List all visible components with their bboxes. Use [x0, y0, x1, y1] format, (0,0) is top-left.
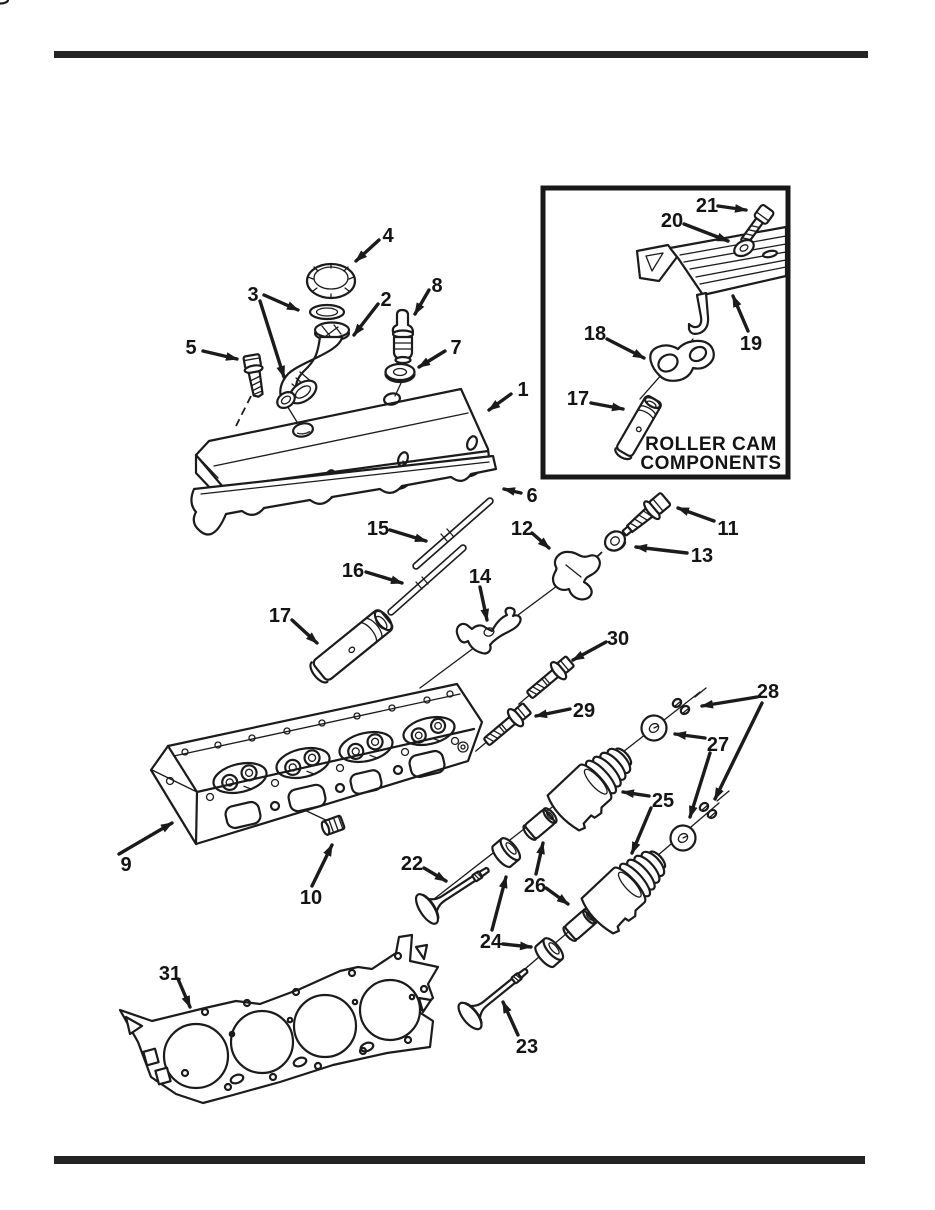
- oil-filler-cap: [305, 262, 357, 300]
- callout-17-inset: 17: [567, 388, 589, 410]
- pushrod-16: [387, 544, 467, 616]
- grommet-3-upper: [308, 303, 346, 321]
- leader-arrow-21: [716, 204, 748, 213]
- grommet-7: [384, 362, 416, 384]
- spring-seat-26-upper: [522, 807, 558, 841]
- washer-13: [603, 530, 627, 552]
- gasket-holes: [180, 951, 429, 1092]
- lifter-17: [309, 609, 394, 684]
- rocker-arm-14: [455, 606, 522, 655]
- head-gasket-31: [118, 933, 440, 1105]
- callout-6: 6: [526, 485, 537, 507]
- callout-4: 4: [382, 225, 394, 247]
- combustion-chamber: [212, 761, 268, 795]
- callout-2: 2: [380, 289, 391, 311]
- callout-22: 22: [401, 853, 423, 875]
- callout-21: 21: [696, 195, 718, 217]
- leader-arrow-18: [605, 337, 646, 360]
- callout-16: 16: [342, 560, 364, 582]
- callout-7: 7: [450, 337, 461, 359]
- inset-lifter-17: [614, 395, 662, 461]
- leader-arrow-19: [731, 294, 750, 333]
- bolt-5: [242, 353, 264, 398]
- inset-washer-20: [733, 238, 755, 258]
- combustion-chamber: [402, 715, 456, 747]
- callout-24: 24: [480, 931, 503, 953]
- inset-guide-18: [649, 339, 715, 382]
- combustion-chamber: [338, 730, 394, 764]
- callout-29: 29: [573, 700, 595, 722]
- leader-arrow-20: [682, 222, 730, 243]
- callout-15: 15: [367, 518, 389, 540]
- callout-13: 13: [691, 545, 713, 567]
- callout-31: 31: [159, 963, 181, 985]
- inset-bolt-21: [736, 204, 775, 253]
- retainer-12: [551, 550, 601, 601]
- callout-1: 1: [517, 379, 528, 401]
- pcv-valve-8: [391, 308, 415, 365]
- callout-28: 28: [757, 681, 779, 703]
- oil-filler-tube: [279, 321, 351, 405]
- rocker-bolt-30: [518, 655, 575, 705]
- spring-cap-27-lower: [669, 824, 697, 852]
- callout-27: 27: [707, 734, 729, 756]
- plug-10: [320, 814, 346, 836]
- valve-spring-25-upper: [546, 747, 633, 832]
- callout-5: 5: [185, 337, 196, 359]
- grommet-3-lower: [276, 390, 296, 410]
- valve-keepers-28-upper: [671, 697, 691, 716]
- inset-caption-line1: ROLLER CAM: [645, 434, 777, 455]
- top-rule: [54, 51, 868, 58]
- callout-20: 20: [661, 210, 683, 232]
- valve-22: [414, 866, 490, 925]
- callout-12: 12: [511, 518, 533, 540]
- valve-keepers-28-lower: [698, 801, 718, 820]
- rocker-bolt-11: [621, 492, 672, 537]
- callout-8: 8: [431, 275, 442, 297]
- callout-9: 9: [120, 854, 131, 876]
- head-bolt-holes: [181, 690, 469, 802]
- callout-26: 26: [524, 875, 546, 897]
- valve-spring-25-lower: [580, 850, 667, 935]
- callout-14: 14: [469, 566, 492, 588]
- valve-23: [457, 967, 529, 1031]
- valve-seal-24-upper: [491, 837, 522, 869]
- pushrod-15: [412, 497, 494, 570]
- callout-11: 11: [717, 518, 738, 540]
- bottom-rule: [54, 1156, 865, 1164]
- leader-arrow-17-inset: [589, 401, 625, 412]
- inset-plate-hook-tab: [687, 291, 710, 335]
- inset-box: 21 20 18 19 17 ROLLER CAM COMPONENTS: [0, 0, 791, 480]
- callout-3: 3: [247, 284, 258, 306]
- valve-seal-24-lower: [534, 937, 565, 969]
- combustion-chamber: [275, 746, 331, 780]
- valve-cover-gasket: [190, 454, 498, 536]
- cylinder-head: [149, 682, 484, 846]
- callout-19: 19: [740, 333, 762, 355]
- callout-25: 25: [652, 790, 674, 812]
- spring-cap-27-upper: [640, 714, 668, 742]
- callout-10: 10: [300, 887, 322, 909]
- callout-17: 17: [269, 605, 291, 627]
- leader-arrows: [117, 238, 764, 1037]
- inset-caption-line2: COMPONENTS: [640, 453, 781, 474]
- callout-labels: 1 2 3 4 5 6 7 8 9 10 11 12 13 14 15 16 1…: [120, 225, 779, 1058]
- callout-23: 23: [516, 1036, 538, 1058]
- rocker-bolt-29: [475, 702, 532, 752]
- callout-18: 18: [584, 323, 606, 345]
- callout-30: 30: [607, 628, 629, 650]
